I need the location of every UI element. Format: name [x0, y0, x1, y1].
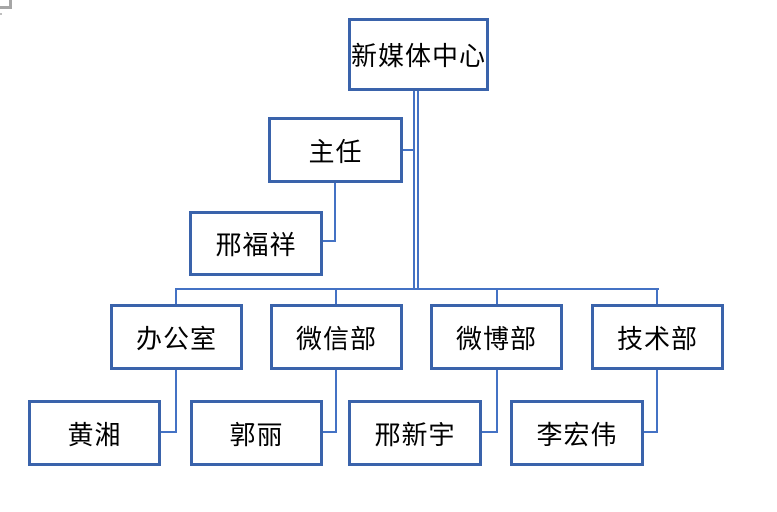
org-node-xing-xinyu[interactable]: 邢新宇	[348, 400, 482, 466]
org-node-label: 微信部	[295, 323, 377, 354]
org-node-weibo-dept[interactable]: 微博部	[430, 304, 563, 370]
org-node-label: 新媒体中心	[351, 41, 487, 71]
org-node-label: 李宏伟	[536, 419, 618, 450]
connector-spine-left	[413, 91, 415, 289]
connector-spine-right	[417, 91, 419, 289]
connector-director-drop	[334, 183, 336, 242]
org-node-new-media-center[interactable]: 新媒体中心	[348, 18, 489, 91]
org-node-label: 邢福祥	[215, 230, 297, 260]
org-node-office[interactable]: 办公室	[110, 304, 243, 370]
anchor-mark-vertical	[9, 0, 12, 9]
org-node-label: 办公室	[135, 323, 217, 354]
org-node-label: 黄湘	[67, 419, 122, 450]
connector-director-stub	[403, 149, 414, 151]
connector-office-down	[175, 370, 177, 433]
org-node-label: 技术部	[616, 323, 698, 354]
connector-weibo-down	[496, 370, 498, 433]
connector-drop-wechat	[335, 290, 337, 304]
org-node-guo-li[interactable]: 郭丽	[190, 400, 323, 466]
connector-weibo-elbow	[482, 431, 498, 433]
org-node-wechat-dept[interactable]: 微信部	[270, 304, 403, 370]
org-node-li-hongwei[interactable]: 李宏伟	[510, 400, 644, 466]
org-node-label: 主任	[308, 136, 363, 167]
connector-tech-elbow	[644, 431, 658, 433]
org-node-huang-xiang[interactable]: 黄湘	[28, 400, 161, 466]
org-node-tech-dept[interactable]: 技术部	[591, 304, 724, 370]
anchor-mark-dot	[0, 13, 2, 15]
connector-drop-weibo	[496, 290, 498, 304]
connector-wechat-down	[335, 370, 337, 433]
org-node-director[interactable]: 主任	[268, 117, 403, 183]
connector-director-elbow	[323, 240, 336, 242]
connector-drop-office	[175, 290, 177, 304]
org-node-label: 郭丽	[229, 419, 284, 450]
org-node-label: 邢新宇	[374, 419, 456, 450]
org-node-xing-fuxiang[interactable]: 邢福祥	[189, 211, 323, 276]
connector-distribution-line	[175, 288, 659, 290]
anchor-mark-horizontal	[0, 6, 11, 9]
connector-drop-tech	[656, 290, 658, 304]
connector-wechat-elbow	[323, 431, 337, 433]
org-node-label: 微博部	[455, 323, 537, 354]
connector-tech-down	[656, 370, 658, 433]
connector-office-elbow	[161, 431, 177, 433]
